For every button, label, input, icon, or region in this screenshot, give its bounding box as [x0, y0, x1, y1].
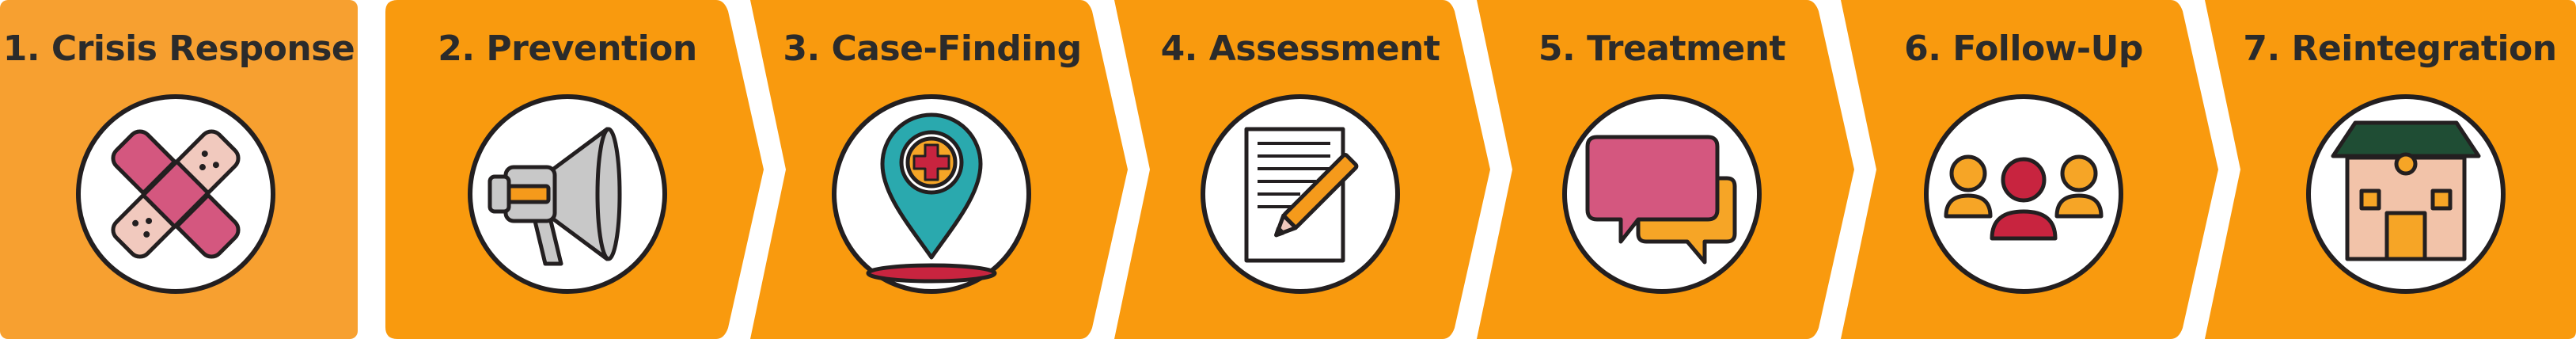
stage-label-prevention: 2. Prevention [438, 29, 697, 69]
megaphone-icon [488, 127, 622, 266]
house-icon [2331, 120, 2481, 261]
stage-label-reintegration: 7. Reintegration [2243, 29, 2557, 69]
people-group-icon [1944, 154, 2104, 241]
stage-label-follow-up: 6. Follow-Up [1904, 29, 2143, 69]
document-pencil-icon [1244, 127, 1359, 263]
chat-bubbles-icon [1585, 135, 1737, 265]
stage-label-case-finding: 3. Case-Finding [783, 29, 1082, 69]
bandage-icon [111, 129, 241, 259]
stage-label-crisis-response: 1. Crisis Response [2, 29, 355, 69]
stage-label-treatment: 5. Treatment [1538, 29, 1786, 69]
stage-label-assessment: 4. Assessment [1160, 29, 1440, 69]
map-pin-icon [866, 112, 997, 284]
